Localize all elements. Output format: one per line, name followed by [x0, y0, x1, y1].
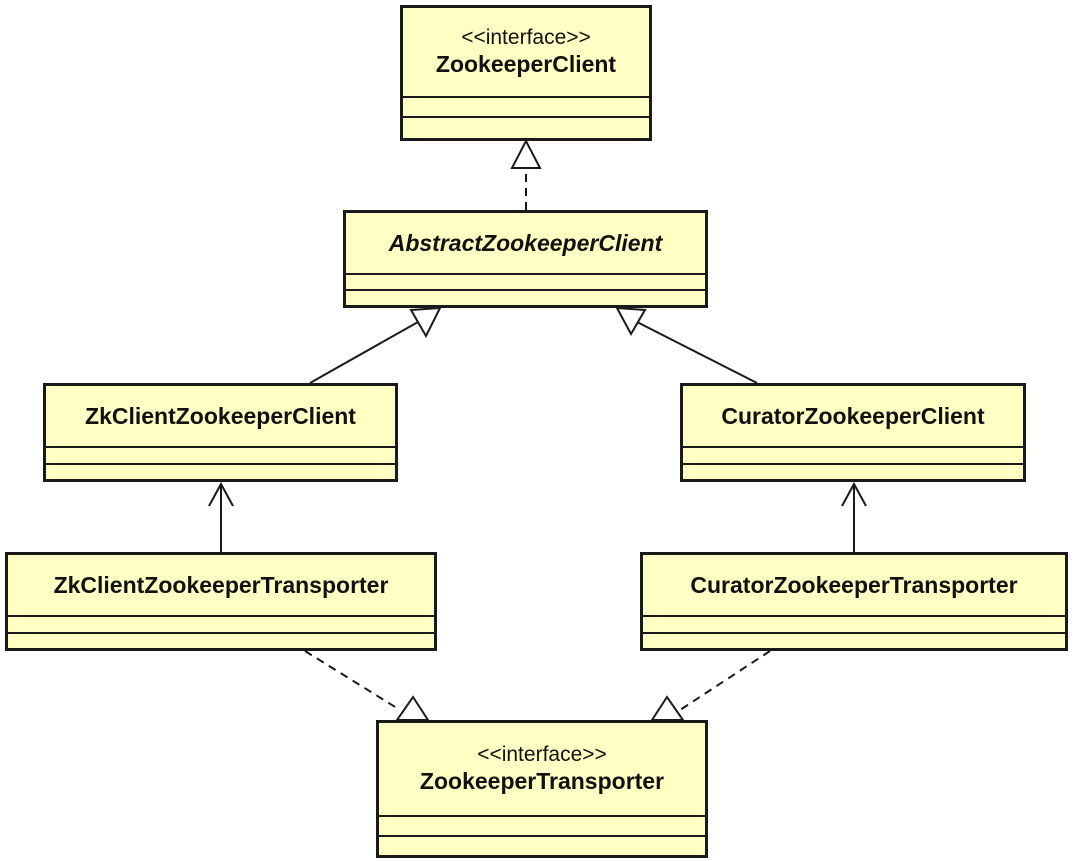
- operations-compartment: [683, 465, 1023, 479]
- class-box-curator-zookeeper-client[interactable]: CuratorZookeeperClient: [680, 383, 1026, 482]
- association-arrowhead-curator: [841, 481, 867, 507]
- class-name-abstract-zookeeper-client: AbstractZookeeperClient: [388, 230, 663, 256]
- class-name-zookeeper-transporter: ZookeeperTransporter: [419, 768, 665, 794]
- association-arrowhead-zkclient: [208, 481, 234, 507]
- class-box-zookeeper-client[interactable]: <<interface>> ZookeeperClient: [400, 5, 652, 141]
- attributes-compartment: [346, 275, 705, 291]
- attributes-compartment: [46, 448, 395, 465]
- class-name-curator-zookeeper-transporter: CuratorZookeeperTransporter: [690, 572, 1018, 598]
- realization-arrowhead-zkclient-transporter: [395, 695, 430, 721]
- generalization-arrowhead-curator-client: [615, 306, 647, 337]
- generalization-line-curator-client: [636, 321, 758, 384]
- name-compartment: <<interface>> ZookeeperTransporter: [379, 723, 705, 817]
- interface-stereotype: <<interface>>: [461, 26, 591, 49]
- operations-compartment: [346, 291, 705, 305]
- attributes-compartment: [403, 98, 649, 118]
- name-compartment: <<interface>> ZookeeperClient: [403, 8, 649, 98]
- name-compartment: ZkClientZookeeperTransporter: [8, 555, 434, 617]
- class-box-zkclient-zookeeper-transporter[interactable]: ZkClientZookeeperTransporter: [5, 552, 437, 651]
- attributes-compartment: [8, 617, 434, 634]
- class-name-curator-zookeeper-client: CuratorZookeeperClient: [721, 403, 985, 429]
- name-compartment: AbstractZookeeperClient: [346, 213, 705, 275]
- generalization-line-zkclient-client: [309, 321, 419, 384]
- name-compartment: ZkClientZookeeperClient: [46, 386, 395, 448]
- class-box-zookeeper-transporter[interactable]: <<interface>> ZookeeperTransporter: [376, 720, 708, 858]
- class-box-zkclient-zookeeper-client[interactable]: ZkClientZookeeperClient: [43, 383, 398, 482]
- class-name-zkclient-zookeeper-client: ZkClientZookeeperClient: [85, 403, 356, 429]
- class-name-zookeeper-client: ZookeeperClient: [435, 51, 617, 77]
- realization-line-zkclient-transporter: [304, 650, 401, 711]
- attributes-compartment: [683, 448, 1023, 465]
- class-name-zkclient-zookeeper-transporter: ZkClientZookeeperTransporter: [53, 572, 389, 598]
- name-compartment: CuratorZookeeperClient: [683, 386, 1023, 448]
- generalization-arrowhead-zkclient-client: [409, 306, 442, 339]
- operations-compartment: [643, 634, 1065, 648]
- operations-compartment: [403, 118, 649, 138]
- attributes-compartment: [379, 817, 705, 837]
- operations-compartment: [46, 465, 395, 479]
- class-box-abstract-zookeeper-client[interactable]: AbstractZookeeperClient: [343, 210, 708, 308]
- class-box-curator-zookeeper-transporter[interactable]: CuratorZookeeperTransporter: [640, 552, 1068, 651]
- interface-stereotype: <<interface>>: [477, 743, 607, 766]
- operations-compartment: [379, 837, 705, 855]
- realization-arrowhead-zookeeper-client: [510, 138, 542, 169]
- name-compartment: CuratorZookeeperTransporter: [643, 555, 1065, 617]
- realization-line-curator-transporter: [679, 650, 771, 711]
- realization-arrowhead-curator-transporter: [650, 695, 685, 721]
- attributes-compartment: [643, 617, 1065, 634]
- operations-compartment: [8, 634, 434, 648]
